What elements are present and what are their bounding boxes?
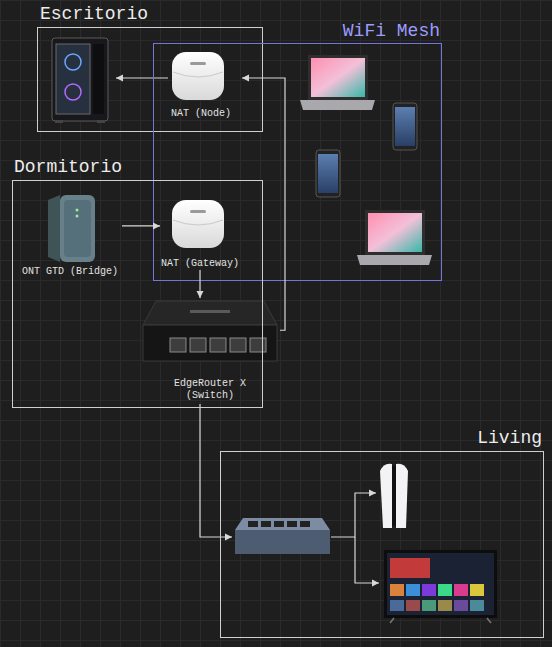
ethernet-port bbox=[274, 521, 284, 527]
link-arrow bbox=[355, 537, 379, 583]
laptop-bezel bbox=[308, 55, 368, 100]
device-node: NAT (Gateway) bbox=[160, 198, 240, 270]
tv-tile bbox=[470, 600, 484, 611]
link-arrow bbox=[200, 404, 232, 537]
router-edge bbox=[173, 72, 223, 77]
laptop-icon bbox=[300, 55, 375, 110]
tv-tile bbox=[454, 584, 468, 596]
device-label: NAT (Gateway) bbox=[160, 258, 240, 270]
tv-bezel bbox=[384, 550, 497, 618]
device-node: ONT GTD (Bridge) bbox=[18, 192, 122, 278]
tv-tile bbox=[422, 584, 436, 596]
pc-foot bbox=[55, 120, 63, 123]
pc-fan bbox=[65, 54, 81, 70]
ethernet-port bbox=[300, 521, 310, 527]
room-box: Living bbox=[220, 451, 544, 638]
phone-icon bbox=[393, 103, 417, 150]
ont-led bbox=[76, 209, 79, 212]
laptop-bezel bbox=[365, 210, 425, 255]
tv-tile bbox=[454, 600, 468, 611]
tv-tile bbox=[470, 584, 484, 596]
device-label: ONT GTD (Bridge) bbox=[18, 266, 122, 278]
laptop-icon bbox=[357, 210, 432, 265]
ont-front bbox=[60, 195, 95, 262]
tv-tile bbox=[422, 600, 436, 611]
device-node: EdgeRouter X (Switch) bbox=[140, 298, 280, 402]
pc-side bbox=[93, 44, 104, 114]
ethernet-port bbox=[261, 521, 271, 527]
link-arrow bbox=[331, 493, 376, 537]
edgerouter-icon bbox=[143, 301, 277, 361]
laptop-base bbox=[357, 255, 432, 265]
router-logo bbox=[190, 62, 206, 65]
phone-icon bbox=[316, 150, 340, 197]
tv-tile bbox=[438, 584, 452, 596]
tv-screen bbox=[387, 553, 494, 615]
tv-tile bbox=[406, 600, 420, 611]
router-logo bbox=[190, 210, 206, 213]
phone-screen bbox=[318, 154, 338, 193]
console-panel bbox=[396, 464, 408, 528]
switch-top bbox=[235, 518, 330, 530]
router-front bbox=[143, 325, 277, 361]
link-arrow bbox=[116, 77, 168, 78]
phone-body bbox=[316, 150, 340, 197]
mesh-router-icon bbox=[172, 52, 224, 100]
switch-front bbox=[235, 530, 330, 554]
tv-tile bbox=[390, 600, 404, 611]
laptop-screen bbox=[368, 213, 422, 252]
console-icon bbox=[380, 464, 408, 528]
pc-case bbox=[52, 38, 108, 121]
ont-panel bbox=[64, 200, 91, 257]
ethernet-port bbox=[190, 338, 206, 352]
pc-foot bbox=[97, 120, 105, 123]
ethernet-port bbox=[210, 338, 226, 352]
room-label: Dormitorio bbox=[14, 157, 122, 177]
ont-led bbox=[76, 215, 79, 218]
device-label: EdgeRouter X (Switch) bbox=[165, 378, 255, 402]
router-body bbox=[172, 200, 224, 248]
tv-tile bbox=[390, 584, 404, 596]
ont-side bbox=[48, 195, 60, 262]
console-panel bbox=[380, 464, 392, 528]
room-box: DormitorioONT GTD (Bridge)NAT (Gateway)E… bbox=[12, 180, 263, 408]
tv-banner bbox=[390, 558, 430, 578]
device-label: NAT (Node) bbox=[160, 108, 242, 120]
laptop-base bbox=[300, 100, 375, 110]
laptop-screen bbox=[311, 58, 365, 97]
router-body bbox=[172, 52, 224, 100]
network-switch-icon bbox=[235, 518, 330, 554]
tv-icon bbox=[384, 550, 497, 623]
tv-stand bbox=[390, 618, 491, 623]
tv-tile bbox=[406, 584, 420, 596]
connector-arrow bbox=[242, 78, 285, 330]
ethernet-port bbox=[248, 521, 258, 527]
connector-arrow bbox=[199, 270, 200, 298]
ethernet-port bbox=[230, 338, 246, 352]
ont-icon bbox=[48, 195, 95, 262]
room-label: Escritorio bbox=[40, 4, 148, 24]
pc-tower-icon bbox=[52, 38, 108, 123]
phone-screen bbox=[395, 107, 415, 146]
pc-fan bbox=[65, 84, 81, 100]
wifi-zone-box: WiFi Mesh bbox=[153, 43, 442, 281]
router-top bbox=[143, 301, 277, 325]
room-label: Living bbox=[477, 428, 542, 448]
ethernet-port bbox=[250, 338, 266, 352]
device-node: NAT (Node) bbox=[160, 48, 242, 120]
mesh-router-icon bbox=[172, 200, 224, 248]
connector-arrow bbox=[122, 225, 160, 226]
zone-label: WiFi Mesh bbox=[343, 21, 440, 41]
router-logo bbox=[190, 310, 230, 313]
tv-tile bbox=[438, 600, 452, 611]
pc-glass bbox=[56, 44, 90, 114]
ethernet-port bbox=[287, 521, 297, 527]
router-edge bbox=[173, 220, 223, 225]
ethernet-port bbox=[170, 338, 186, 352]
phone-body bbox=[393, 103, 417, 150]
